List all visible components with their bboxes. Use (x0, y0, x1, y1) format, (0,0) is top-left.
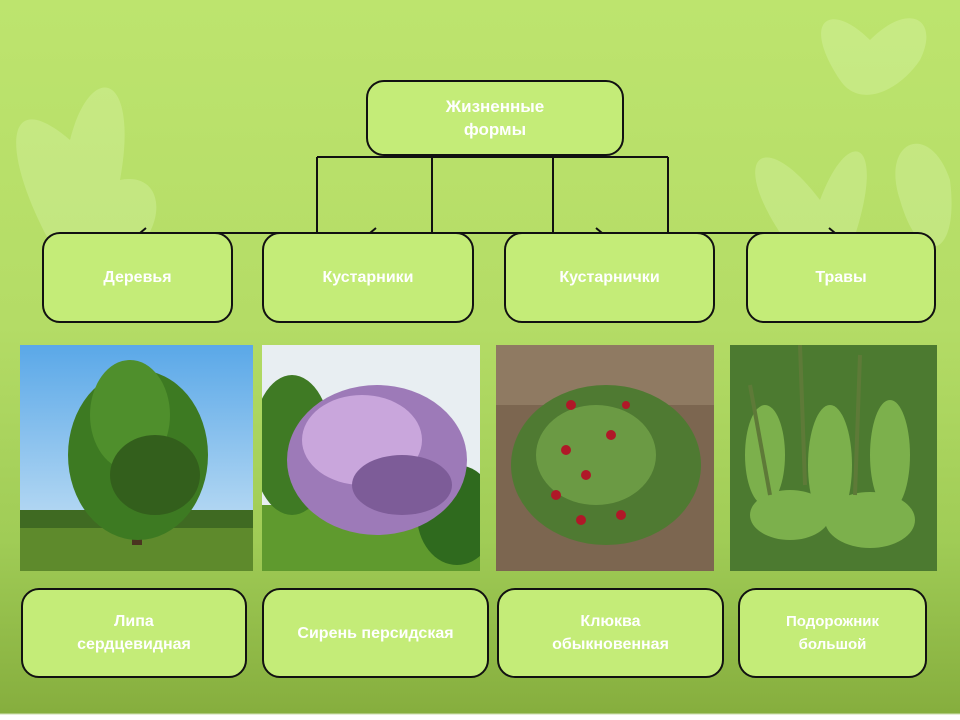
photo-cranberry (496, 345, 714, 571)
example-label-line2: обыкновенная (552, 636, 669, 653)
category-label: Травы (815, 269, 867, 286)
category-label: Кустарники (322, 269, 414, 286)
photo-linden-tree (20, 345, 253, 571)
photo-plantain (730, 345, 937, 571)
example-cranberry: Клюква обыкновенная (497, 588, 724, 678)
category-subshrubs: Кустарнички (504, 232, 715, 323)
example-label-line1: Клюква (580, 613, 641, 630)
root-label-line1: Жизненные (445, 97, 545, 116)
example-linden: Липа сердцевидная (21, 588, 247, 678)
example-lilac: Сирень персидская (262, 588, 489, 678)
example-label-line2: большой (798, 636, 867, 653)
root-label-line2: формы (463, 120, 527, 139)
category-trees: Деревья (42, 232, 233, 323)
example-label-line1: Сирень персидская (297, 624, 454, 642)
category-label: Деревья (103, 269, 172, 286)
category-shrubs: Кустарники (262, 232, 474, 323)
category-herbs: Травы (746, 232, 936, 323)
example-label-line1: Подорожник (786, 613, 879, 630)
example-plantain: Подорожник большой (738, 588, 927, 678)
category-label: Кустарнички (559, 269, 660, 286)
example-label-line2: сердцевидная (77, 636, 191, 653)
photo-lilac-shrub (262, 345, 480, 571)
root-node-life-forms: Жизненные формы (366, 80, 624, 156)
example-label-line1: Липа (114, 613, 154, 630)
